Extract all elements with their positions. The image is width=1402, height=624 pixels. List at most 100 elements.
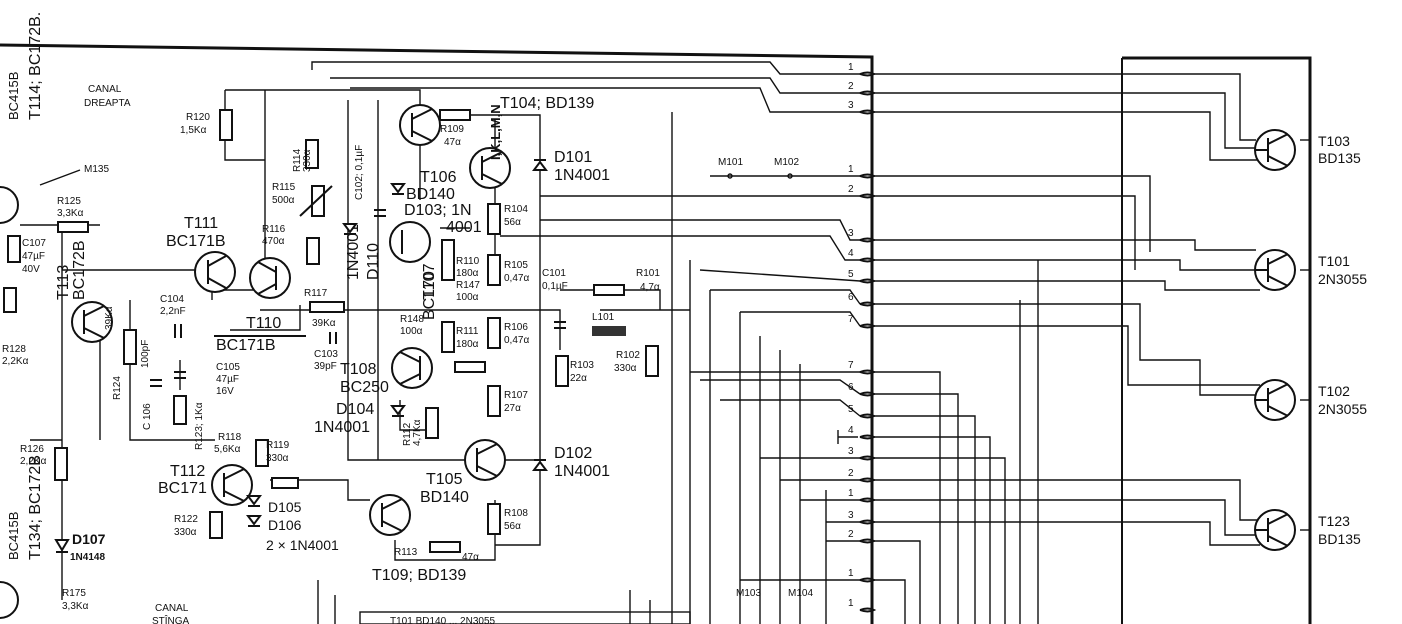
svg-text:27α: 27α bbox=[504, 403, 521, 414]
svg-text:T134; BC172B: T134; BC172B bbox=[27, 455, 44, 560]
svg-text:BC171B: BC171B bbox=[166, 233, 226, 250]
svg-text:2: 2 bbox=[848, 529, 854, 540]
svg-text:47µF: 47µF bbox=[22, 251, 45, 262]
svg-text:T109; BD139: T109; BD139 bbox=[372, 567, 466, 584]
svg-text:R113: R113 bbox=[394, 547, 418, 558]
resistor-r101: R101 4,7α bbox=[593, 268, 660, 296]
transistor-t110: T110 BC171B bbox=[214, 257, 306, 354]
svg-text:3: 3 bbox=[848, 510, 854, 521]
svg-text:BC171: BC171 bbox=[158, 480, 207, 497]
potentiometer-r115: R115 500α bbox=[272, 182, 333, 217]
svg-text:R108: R108 bbox=[504, 508, 528, 519]
svg-text:R109: R109 bbox=[440, 124, 464, 135]
svg-text:3: 3 bbox=[848, 100, 854, 111]
svg-text:CANAL: CANAL bbox=[155, 603, 189, 614]
svg-text:4: 4 bbox=[848, 425, 854, 436]
svg-text:BC170: BC170 bbox=[421, 271, 438, 320]
svg-text:330α: 330α bbox=[614, 363, 637, 374]
svg-text:T123: T123 bbox=[1318, 513, 1350, 529]
svg-text:STÎNGA: STÎNGA bbox=[152, 614, 190, 624]
inductor-l101: L101 bbox=[592, 312, 626, 336]
svg-text:C107: C107 bbox=[22, 238, 46, 249]
svg-text:100pF: 100pF bbox=[140, 340, 151, 368]
svg-text:4001: 4001 bbox=[446, 219, 482, 236]
svg-text:R123; 1Kα: R123; 1Kα bbox=[194, 402, 205, 450]
output-transistors: T103 BD135 T101 2N3055 T102 2N3055 bbox=[1254, 129, 1367, 551]
svg-text:3,3Kα: 3,3Kα bbox=[62, 601, 89, 612]
svg-text:R106: R106 bbox=[504, 322, 528, 333]
svg-text:M101: M101 bbox=[718, 157, 743, 168]
transistor-t105: T105 BD140 bbox=[420, 439, 506, 506]
diode-d107: D107 1N4148 bbox=[54, 531, 106, 563]
svg-text:40V: 40V bbox=[22, 264, 40, 275]
svg-text:BC171B: BC171B bbox=[216, 337, 276, 354]
svg-text:R103: R103 bbox=[570, 360, 594, 371]
resistor-r148: R148 100α bbox=[400, 314, 424, 337]
capacitor-c101: C101 0,1µF bbox=[542, 268, 568, 329]
svg-text:16V: 16V bbox=[216, 386, 234, 397]
svg-text:R114: R114 bbox=[292, 148, 303, 172]
left-stage: T114; BC172B. BC415B T134; BC172B BC415B… bbox=[0, 12, 190, 624]
resistor-r105: R105 0,47α bbox=[487, 254, 529, 286]
svg-text:R124: R124 bbox=[112, 376, 123, 400]
svg-text:R122: R122 bbox=[174, 514, 198, 525]
svg-text:T104; BD139: T104; BD139 bbox=[500, 95, 594, 112]
svg-text:7: 7 bbox=[848, 360, 854, 371]
svg-text:C105: C105 bbox=[216, 362, 240, 373]
svg-text:R111: R111 bbox=[456, 326, 479, 337]
svg-text:BD135: BD135 bbox=[1318, 150, 1361, 166]
svg-text:BC250: BC250 bbox=[340, 379, 389, 396]
resistor-r113: R113 47α bbox=[394, 541, 479, 563]
svg-text:D107: D107 bbox=[72, 531, 106, 547]
svg-text:0,1µF: 0,1µF bbox=[542, 281, 568, 292]
resistor-r116: R116 470α bbox=[262, 224, 320, 265]
svg-text:R119: R119 bbox=[266, 440, 290, 451]
svg-text:180α: 180α bbox=[456, 268, 479, 279]
svg-text:C103: C103 bbox=[314, 349, 338, 360]
svg-text:1: 1 bbox=[848, 568, 854, 579]
svg-text:D105: D105 bbox=[268, 499, 302, 515]
transistor-t101: T101 2N3055 bbox=[1254, 249, 1367, 291]
svg-text:DREAPTA: DREAPTA bbox=[84, 98, 131, 109]
transistor-t104: T104; BD139 bbox=[399, 95, 594, 146]
transistor-t107: T107 BC170 bbox=[389, 221, 438, 320]
resistor-r108: R108 56α bbox=[487, 503, 528, 535]
svg-text:56α: 56α bbox=[504, 521, 521, 532]
transistor-t112: T112 BC171 bbox=[158, 463, 253, 506]
svg-text:BD140: BD140 bbox=[406, 186, 455, 203]
svg-text:M104: M104 bbox=[788, 588, 813, 599]
diode-d101: D101 1N4001 bbox=[532, 149, 610, 184]
resistor-r112: R112 4,7Kα bbox=[402, 407, 439, 446]
svg-text:2 × 1N4001: 2 × 1N4001 bbox=[266, 537, 339, 553]
svg-text:2: 2 bbox=[848, 184, 854, 195]
transistor-t123: T123 BD135 bbox=[1254, 509, 1361, 551]
diode-d102: D102 1N4001 bbox=[532, 445, 610, 480]
svg-text:BC172B: BC172B bbox=[71, 240, 88, 300]
svg-text:R147: R147 bbox=[456, 280, 480, 291]
svg-text:L101: L101 bbox=[592, 312, 615, 323]
svg-text:22α: 22α bbox=[570, 373, 587, 384]
svg-text:4,7Kα: 4,7Kα bbox=[412, 419, 423, 446]
svg-text:100α: 100α bbox=[400, 326, 423, 337]
transistor-t103: T103 BD135 bbox=[1254, 129, 1361, 171]
capacitor-c107: C107 47µF 40V bbox=[7, 235, 46, 275]
svg-text:R101: R101 bbox=[636, 268, 660, 279]
svg-text:BD135: BD135 bbox=[1318, 531, 1361, 547]
svg-text:330α: 330α bbox=[302, 149, 313, 172]
svg-text:5,6Kα: 5,6Kα bbox=[214, 444, 241, 455]
svg-text:T106: T106 bbox=[420, 169, 457, 186]
svg-text:BC415B: BC415B bbox=[6, 72, 21, 120]
svg-text:1N4001: 1N4001 bbox=[554, 167, 610, 184]
svg-text:4: 4 bbox=[848, 248, 854, 259]
svg-text:1N4001: 1N4001 bbox=[554, 463, 610, 480]
resistor-r109: R109 47α bbox=[439, 109, 471, 148]
svg-text:D106: D106 bbox=[268, 517, 302, 533]
svg-text:2N3055: 2N3055 bbox=[1318, 271, 1367, 287]
svg-text:D102: D102 bbox=[554, 445, 592, 462]
svg-text:1: 1 bbox=[848, 488, 854, 499]
svg-text:D110: D110 bbox=[365, 243, 382, 280]
output-stage: T104; BD139 R109 47α T106 BD140 I,K,L,M,… bbox=[314, 95, 610, 584]
svg-text:500α: 500α bbox=[272, 195, 295, 206]
transistor-t108: T108 BC250 bbox=[340, 347, 433, 396]
